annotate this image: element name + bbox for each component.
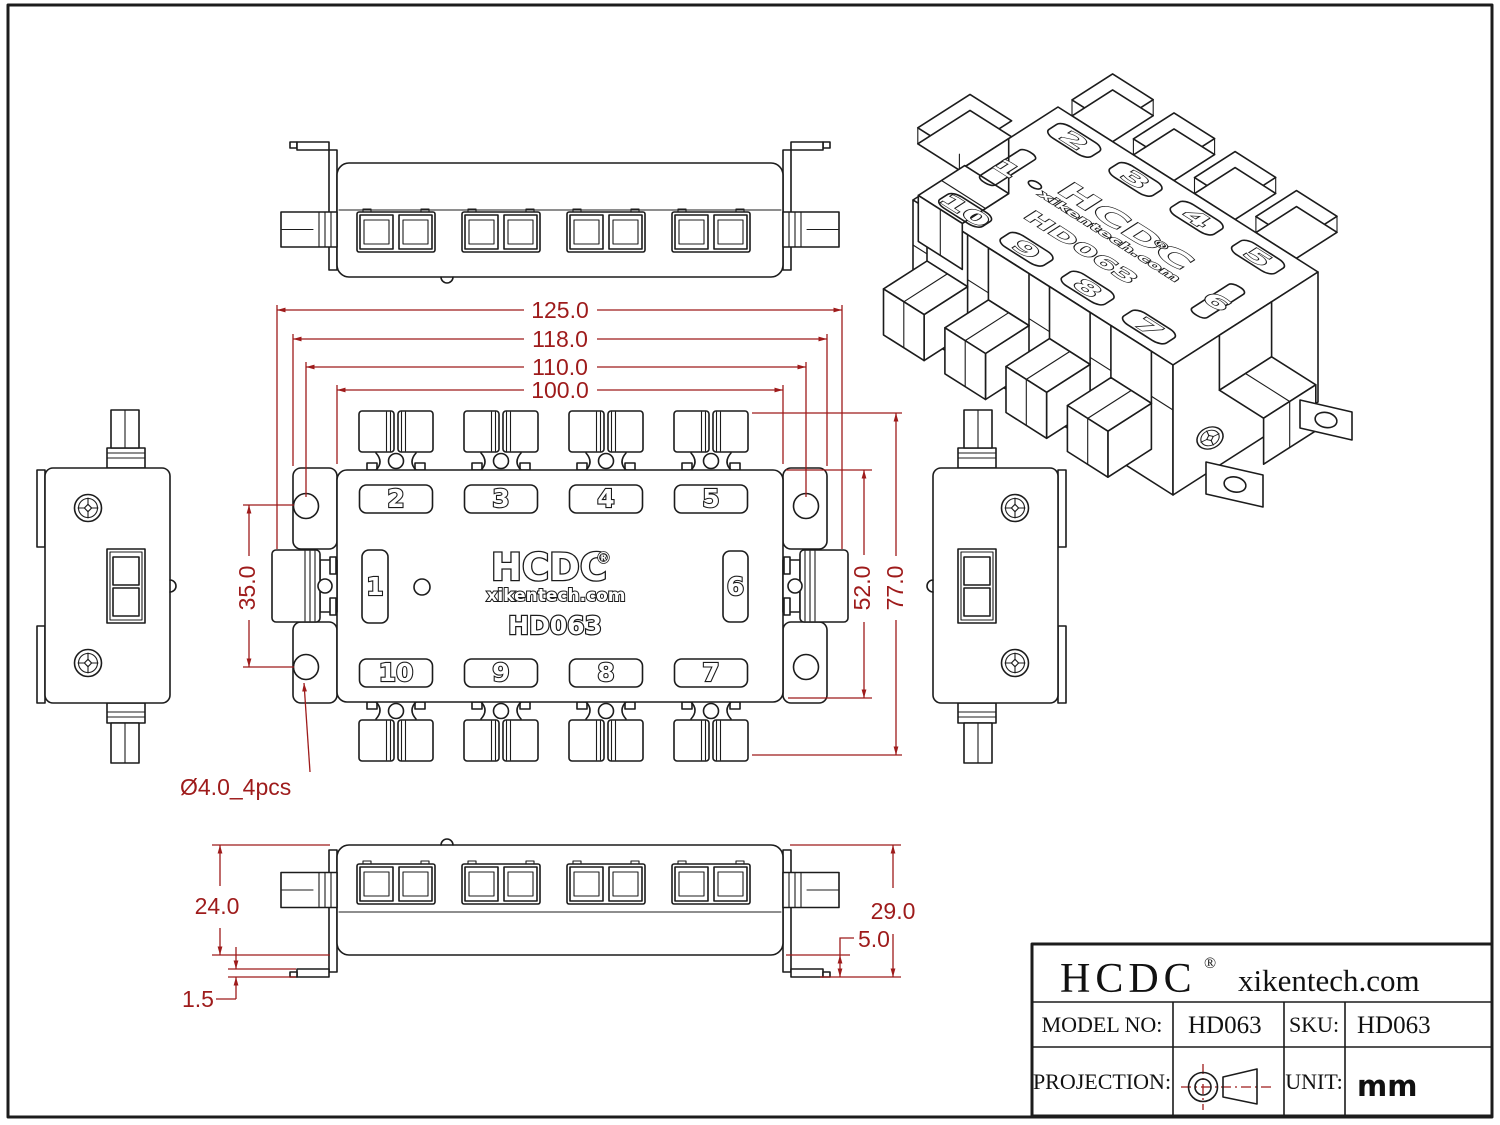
port-label: 7 — [702, 658, 719, 687]
left-side-view — [37, 410, 176, 763]
projection-label: PROJECTION: — [1033, 1069, 1171, 1094]
title-block-website: xikentech.com — [1238, 963, 1420, 998]
plan-registered-mark: ® — [596, 549, 611, 567]
title-block-brand: HCDC — [1060, 956, 1197, 1002]
dim-bracket-offset: 5.0 — [858, 926, 890, 952]
dim-overall-width: 125.0 — [531, 297, 589, 323]
plan-website: xikentech.com — [486, 586, 625, 606]
dim-hole-pitch: 35.0 — [234, 566, 260, 611]
dimension-annotations: 125.0 118.0 110.0 100.0 35.0 Ø4.0_4pcs 5… — [180, 297, 915, 1012]
dim-body-height: 24.0 — [195, 893, 240, 919]
projection-symbol-icon — [1181, 1064, 1272, 1110]
port-label: 2 — [387, 484, 404, 513]
rear-elevation-view — [280, 141, 840, 284]
isometric-view: 2 3 4 5 10 9 8 7 1 6 HCDC ® xikentech.co… — [884, 74, 1353, 508]
dim-bracket-width: 118.0 — [532, 326, 588, 352]
dim-hole-note: Ø4.0_4pcs — [180, 774, 291, 800]
port-label: 4 — [597, 484, 614, 513]
mounting-hole — [792, 653, 820, 681]
sheet-border — [6, 3, 1494, 1119]
plan-model: HD063 — [508, 611, 602, 640]
dim-body-depth: 52.0 — [849, 566, 875, 611]
sku-label: SKU: — [1289, 1012, 1339, 1037]
mounting-hole — [792, 492, 820, 520]
port-label: 9 — [492, 658, 509, 687]
indicator-hole — [413, 578, 431, 596]
port-label: 8 — [597, 658, 614, 687]
model-no-value: HD063 — [1188, 1012, 1262, 1039]
port-label: 5 — [702, 484, 719, 513]
unit-value: mm — [1357, 1069, 1417, 1103]
plan-view: 2 3 4 5 10 9 8 7 1 6 HCDC ® xikentech.co… — [271, 410, 849, 762]
dim-body-width: 100.0 — [531, 377, 589, 403]
title-block: HCDC ® xikentech.com MODEL NO: HD063 SKU… — [1030, 942, 1494, 1118]
sku-value: HD063 — [1357, 1012, 1431, 1039]
plan-brand-logo: HCDC — [491, 546, 607, 589]
iso-top-face-details: 2 3 4 5 10 9 8 7 1 6 HCDC ® xikentech.co… — [931, 120, 1292, 350]
port-label: 10 — [379, 658, 414, 687]
unit-label: UNIT: — [1285, 1069, 1343, 1094]
dim-overall-depth: 77.0 — [882, 566, 908, 611]
model-no-label: MODEL NO: — [1042, 1012, 1163, 1037]
mounting-hole — [292, 492, 320, 520]
front-elevation-view — [280, 838, 840, 978]
mounting-hole — [292, 653, 320, 681]
dim-bracket-thickness: 1.5 — [182, 986, 214, 1012]
right-side-view — [927, 410, 1066, 763]
iso-mounting-feet — [1205, 399, 1353, 508]
dim-hole-span: 110.0 — [532, 354, 588, 380]
port-label: 3 — [492, 484, 509, 513]
dim-overall-height: 29.0 — [871, 898, 916, 924]
port-label: 6 — [727, 572, 744, 601]
port-label: 1 — [366, 572, 383, 601]
title-block-registered: ® — [1204, 955, 1216, 972]
